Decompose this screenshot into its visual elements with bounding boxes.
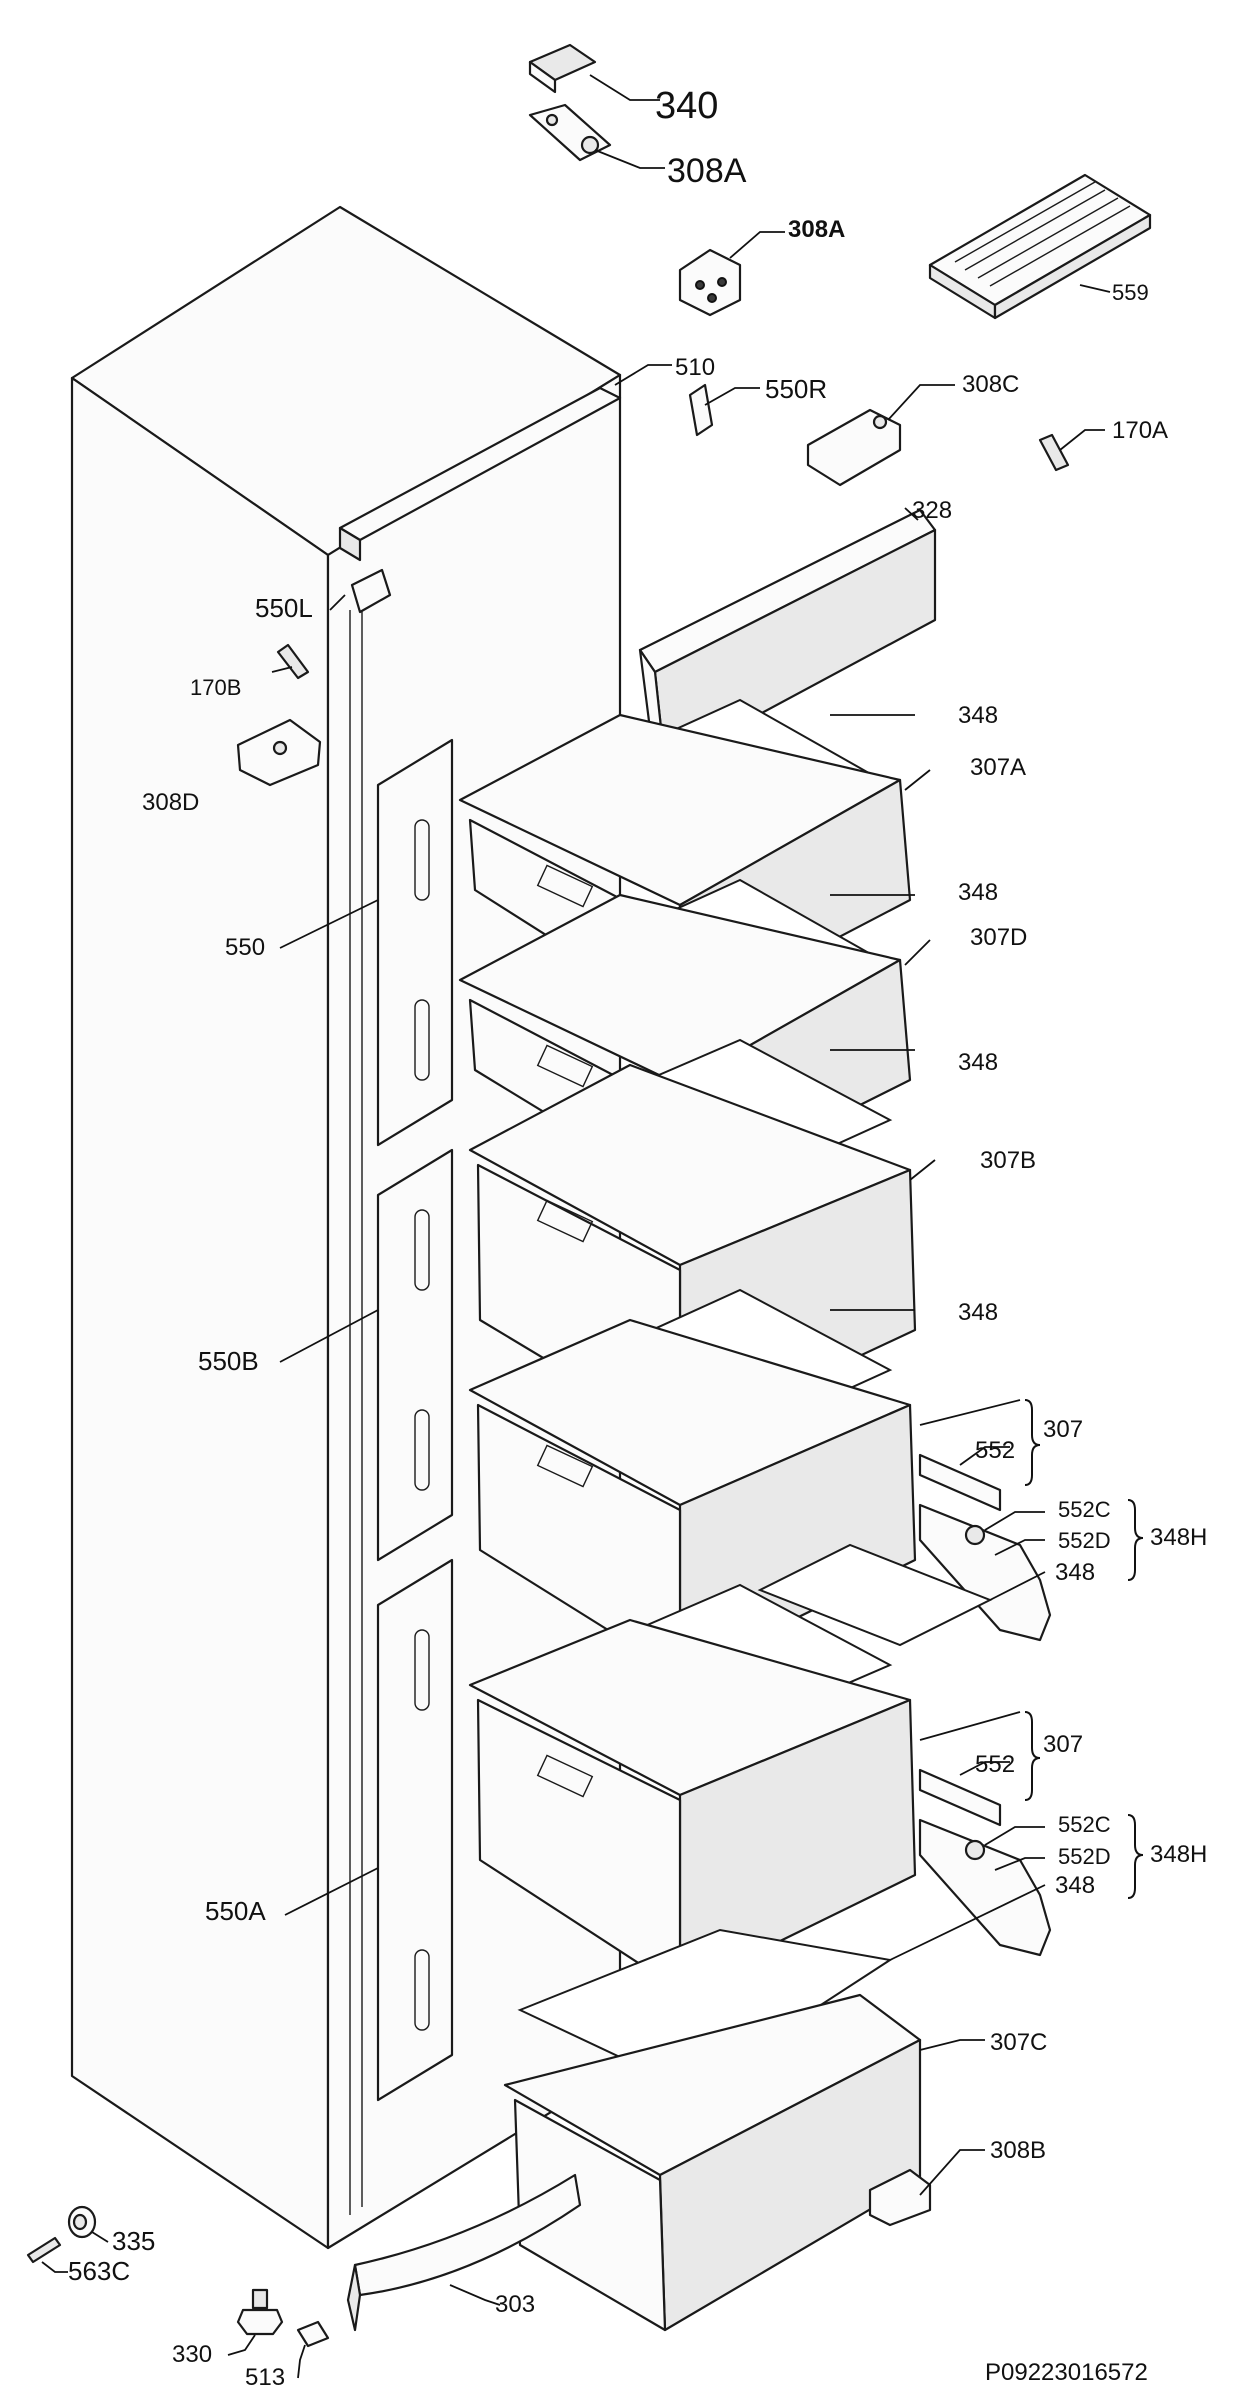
label-348-3: 348 — [958, 1049, 998, 1076]
side-liner-550b — [376, 1148, 454, 1562]
label-308a-top: 308A — [667, 152, 747, 190]
label-307c: 307C — [990, 2029, 1047, 2056]
hinge-308a-bracket-part — [678, 248, 742, 317]
label-552-1: 552 — [975, 1437, 1015, 1464]
label-550l: 550L — [255, 593, 313, 623]
label-563c: 563C — [68, 2256, 130, 2286]
label-552d-1: 552D — [1058, 1528, 1111, 1553]
foot-330-part — [236, 2288, 284, 2336]
drawing-number: P09223016572 — [985, 2359, 1148, 2386]
side-liner-550 — [376, 738, 454, 1147]
hinge-308d-part — [236, 718, 322, 787]
label-303: 303 — [495, 2291, 535, 2318]
label-335: 335 — [112, 2226, 155, 2256]
label-348-6: 348 — [1055, 1872, 1095, 1899]
label-552-2: 552 — [975, 1751, 1015, 1778]
label-552d-2: 552D — [1058, 1844, 1111, 1869]
label-170b: 170B — [190, 675, 241, 700]
tray-559-part — [928, 173, 1152, 320]
label-307d: 307D — [970, 924, 1027, 951]
label-307b: 307B — [980, 1147, 1036, 1174]
label-510: 510 — [675, 354, 715, 381]
label-552c-2: 552C — [1058, 1812, 1111, 1837]
label-170a: 170A — [1112, 417, 1168, 444]
kickplate-303-part — [346, 2173, 582, 2332]
callout-labels: 340 308A 308A 559 510 550R 308C 170A 328… — [68, 85, 1207, 2391]
cabinet-top-trim-510 — [338, 386, 622, 562]
label-552c-1: 552C — [1058, 1497, 1111, 1522]
label-328: 328 — [912, 497, 952, 524]
hinge-cover-340-part — [528, 43, 597, 94]
bracket-513-part — [296, 2320, 330, 2348]
label-340: 340 — [655, 85, 718, 127]
label-307a: 307A — [970, 754, 1026, 781]
foot-335-part — [67, 2205, 97, 2239]
slide-rail-upper-part — [918, 1453, 1052, 1642]
label-513: 513 — [245, 2364, 285, 2391]
label-348-2: 348 — [958, 879, 998, 906]
label-308c: 308C — [962, 371, 1019, 398]
label-348h-2: 348H — [1150, 1841, 1207, 1868]
label-308b: 308B — [990, 2137, 1046, 2164]
callout-braces — [1024, 1399, 1144, 1899]
label-307-1: 307 — [1043, 1416, 1083, 1443]
side-liner-550a — [376, 1558, 454, 2102]
pin-170a-part — [1038, 433, 1070, 472]
pin-170b-part — [276, 643, 310, 680]
hinge-308c-part — [806, 408, 902, 487]
label-308a-bold: 308A — [788, 216, 845, 243]
label-348-4: 348 — [958, 1299, 998, 1326]
label-308d: 308D — [142, 789, 199, 816]
label-330: 330 — [172, 2341, 212, 2368]
bracket-550l-part — [350, 568, 392, 614]
slide-rail-lower-part — [918, 1768, 1052, 1957]
label-550: 550 — [225, 934, 265, 961]
bracket-550r-part — [688, 383, 714, 437]
drawer-307-lower-part — [468, 1583, 917, 1992]
label-550b: 550B — [198, 1346, 259, 1376]
label-559: 559 — [1112, 280, 1149, 305]
label-348-5: 348 — [1055, 1559, 1095, 1586]
label-307-2: 307 — [1043, 1731, 1083, 1758]
hinge-308b-part — [868, 2168, 932, 2227]
leader-lines — [41, 74, 1111, 2379]
drawer-307c-part — [503, 1993, 922, 2332]
label-348-1: 348 — [958, 702, 998, 729]
label-550a: 550A — [205, 1896, 266, 1926]
label-550r: 550R — [765, 374, 827, 404]
hinge-308a-upper-part — [528, 103, 612, 162]
label-348h-1: 348H — [1150, 1524, 1207, 1551]
pin-563c-part — [26, 2236, 62, 2264]
